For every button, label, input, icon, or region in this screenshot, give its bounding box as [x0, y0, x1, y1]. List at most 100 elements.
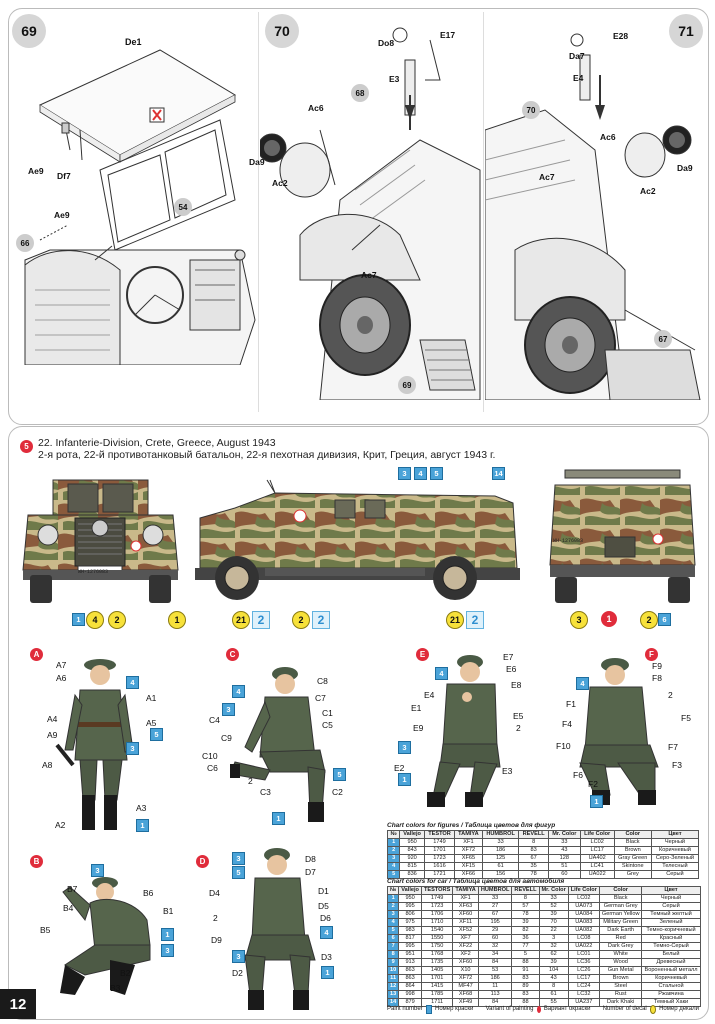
- vehicle-front-view: [22, 479, 179, 603]
- figure-a-badge: A: [30, 648, 43, 661]
- table-cell: UA084: [567, 910, 600, 919]
- paint-number-cell: 3: [386, 854, 401, 863]
- legend-variant-swatch: [536, 1005, 541, 1013]
- table-cell: 1749: [423, 838, 456, 847]
- table-cell: 55: [538, 998, 569, 1007]
- car-colors-block: Chart colors for car / Таблица цветов дл…: [386, 878, 701, 1007]
- table-cell: 1706: [420, 910, 454, 919]
- table-cell: 88: [511, 958, 540, 967]
- fig-c-label-c10: C10: [202, 751, 218, 761]
- label-ac7-70: Ac7: [361, 270, 377, 280]
- table-cell: 1405: [420, 966, 454, 975]
- part-67: 67: [654, 330, 672, 348]
- page-number: 12: [0, 989, 36, 1019]
- table-cell: 817: [398, 934, 422, 943]
- paint-number-cell: 1: [386, 838, 401, 847]
- table-cell: Серый: [650, 870, 700, 879]
- paint-number-rear-6: 6: [658, 613, 671, 626]
- fig-f-label-f1: F1: [566, 699, 576, 709]
- table-cell: German Grey: [598, 902, 643, 911]
- fig-f-paint-1: 1: [590, 795, 603, 808]
- fig-e-paint-3: 3: [398, 741, 411, 754]
- scheme-variant-badge: 5: [20, 440, 33, 453]
- table-cell: 33: [538, 894, 569, 903]
- decal-number-front-1: 1: [168, 611, 186, 629]
- table-cell: Красный: [641, 934, 701, 943]
- scheme-title-en: 22. Infanterie-Division, Crete, Greece, …: [38, 437, 276, 449]
- table-cell: 995: [398, 902, 422, 911]
- table-cell: 11: [477, 982, 513, 991]
- vehicle-side-view: [195, 479, 520, 600]
- table-cell: Military Green: [598, 918, 643, 927]
- fig-d-label-d4: D4: [209, 888, 220, 898]
- table-cell: LC24: [567, 982, 600, 991]
- table-cell: 84: [477, 958, 513, 967]
- table-cell: UA237: [567, 998, 600, 1007]
- fig-a-paint-1: 1: [136, 819, 149, 832]
- table-cell: Black: [598, 894, 643, 903]
- table-cell: Gun Metal: [598, 966, 643, 975]
- table-cell: 8: [538, 982, 569, 991]
- table-cell: LC36: [567, 958, 600, 967]
- table-header-cell: TESTOR: [423, 830, 456, 839]
- legend-paint-label-ru: Номер краски: [435, 1006, 474, 1012]
- table-cell: LC17: [579, 846, 615, 855]
- table-header-cell: Цвет: [650, 830, 700, 839]
- table-cell: 863: [398, 974, 422, 983]
- table-cell: 83: [518, 846, 549, 855]
- label-ac2-70: Ac2: [272, 178, 288, 188]
- table-cell: LC08: [567, 934, 600, 943]
- table-cell: XF22: [452, 942, 479, 951]
- table-cell: X10: [452, 966, 479, 975]
- table-cell: 913: [398, 958, 422, 967]
- variant-number-rear-1: 1: [601, 611, 617, 627]
- fig-a-label-a9: A9: [47, 730, 58, 740]
- label-e28: E28: [613, 31, 629, 41]
- fig-e-label-e2: E2: [394, 763, 405, 773]
- label-ac6-70: Ac6: [308, 103, 324, 113]
- table-cell: 53: [477, 966, 513, 975]
- fig-d-label-2: 2: [213, 913, 218, 923]
- fig-b-label-b5: B5: [40, 925, 51, 935]
- legend-paint-swatch: [425, 1004, 432, 1014]
- table-cell: Dark Earth: [598, 926, 643, 935]
- fig-a-label-a4: A4: [47, 714, 58, 724]
- label-de1: De1: [125, 37, 142, 47]
- label-do8: Do8: [378, 38, 395, 48]
- decal-number-side-21-a: 21: [232, 611, 250, 629]
- decal-number-side-2: 2: [292, 611, 310, 629]
- table-cell: Коричневый: [650, 846, 700, 855]
- label-da9-71: Da9: [677, 163, 693, 173]
- table-cell: 843: [399, 846, 425, 855]
- fig-f-label-f7: F7: [668, 742, 678, 752]
- table-cell: 1616: [423, 862, 456, 871]
- part-68: 68: [351, 84, 369, 102]
- table-cell: 950: [399, 838, 425, 847]
- fig-e-label-e9: E9: [413, 723, 424, 733]
- step-number-69: 69: [12, 14, 46, 48]
- table-cell: Skintone: [613, 862, 652, 871]
- table-cell: 815: [399, 862, 425, 871]
- table-cell: Темно-Серый: [641, 942, 701, 951]
- fig-f-label-f9: F9: [652, 661, 662, 671]
- fig-b-paint-3: 3: [161, 944, 174, 957]
- table-cell: 33: [477, 894, 513, 903]
- table-cell: 78: [511, 910, 540, 919]
- fig-d-label-d2: D2: [232, 968, 243, 978]
- table-cell: Brown: [613, 846, 652, 855]
- table-cell: 113: [477, 990, 513, 999]
- table-header-cell: Vallejo: [398, 886, 422, 895]
- fig-a-label-a8: A8: [42, 760, 53, 770]
- table-cell: 863: [398, 966, 422, 975]
- table-cell: 43: [547, 846, 581, 855]
- figure-e-drawing: [427, 655, 501, 807]
- table-cell: 806: [398, 910, 422, 919]
- table-cell: Ржавчина: [641, 990, 701, 999]
- decal-count-side-c: 2: [466, 611, 484, 629]
- label-ac7-71: Ac7: [539, 172, 555, 182]
- table-cell: XF1: [454, 838, 483, 847]
- fig-c-label-c2: C2: [332, 787, 343, 797]
- fig-e-paint-1: 1: [398, 773, 411, 786]
